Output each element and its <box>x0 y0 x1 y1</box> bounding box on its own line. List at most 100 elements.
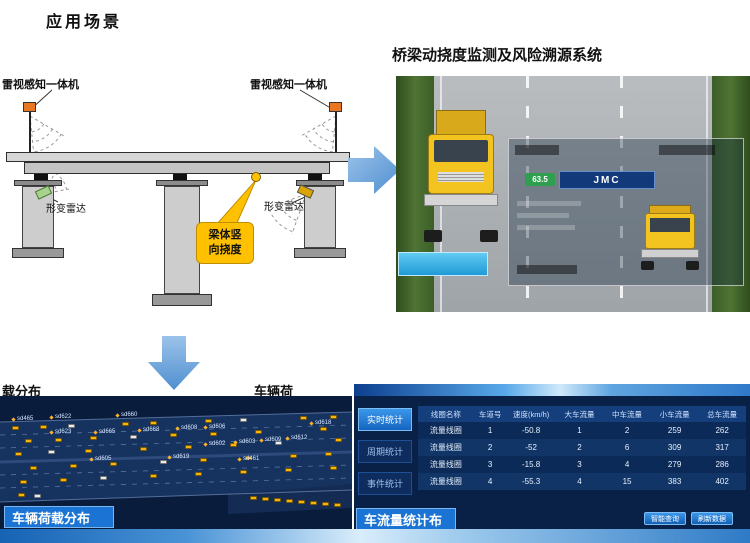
sensor-label: sd619 <box>167 454 189 460</box>
pier-right-body <box>304 186 336 248</box>
wheel-icon <box>686 261 699 270</box>
bumper <box>424 194 498 206</box>
radar-label-right: 形变雷达 <box>264 202 304 213</box>
traffic-buttons: 智能查询刷新数据 <box>644 512 733 525</box>
table-cell: 309 <box>667 443 682 452</box>
table-cell: -50.8 <box>522 426 541 435</box>
vehicle-icon <box>334 503 341 507</box>
speed-badge: 63.5 <box>525 173 555 186</box>
vehicle-icon <box>325 452 332 456</box>
windshield <box>650 218 690 232</box>
vehicle-icon <box>195 472 202 476</box>
vehicle-icon <box>70 464 77 468</box>
bearing-icon <box>308 174 322 180</box>
table-cell: 2 <box>624 426 630 435</box>
brand-plate: JMC <box>559 171 655 189</box>
sensor-label: sd608 <box>175 425 197 431</box>
lane-marking <box>620 76 623 312</box>
bottom-decoration-bar <box>0 529 750 543</box>
vehicle-icon <box>274 498 281 502</box>
pier-middle-cap <box>156 180 208 186</box>
table-cell: 流量线圈 <box>429 426 462 435</box>
panel-button-刷新数据[interactable]: 刷新数据 <box>691 512 733 525</box>
arrow-right-icon <box>348 146 400 194</box>
column-header: 小车流量 <box>659 409 690 419</box>
vehicle-icon <box>275 441 282 445</box>
panel-button-智能查询[interactable]: 智能查询 <box>644 512 686 525</box>
road-photo: 63.5 JMC <box>396 76 750 312</box>
traffic-tabs: 实时统计周期统计事件统计 <box>358 408 412 504</box>
sensor-label: sd612 <box>285 435 307 441</box>
vehicle-icon <box>160 460 167 464</box>
callout-pointer <box>214 172 261 226</box>
table-cell: 402 <box>715 477 729 486</box>
tab-事件统计[interactable]: 事件统计 <box>358 472 412 495</box>
vehicle-icon <box>330 466 337 470</box>
table-cell: 262 <box>715 426 729 435</box>
radar-camera-icon <box>23 102 36 112</box>
vehicle-icon <box>20 480 27 484</box>
vehicle-icon <box>250 496 257 500</box>
column-header: 总车流量 <box>707 409 738 419</box>
tab-周期统计[interactable]: 周期统计 <box>358 440 412 463</box>
table-cell: 383 <box>667 477 682 486</box>
traffic-stats-panel: 实时统计周期统计事件统计 线圈名称车道号速度(km/h)大车流量中车流量小车流量… <box>354 384 750 530</box>
sensor-label: sd461 <box>237 456 259 462</box>
pier-middle-body <box>164 186 200 294</box>
system-title: 桥梁动挠度监测及风险溯源系统 <box>392 47 603 64</box>
vehicle-icon <box>320 427 327 431</box>
bumper <box>641 249 699 258</box>
column-header: 中车流量 <box>612 409 643 419</box>
radar-beams <box>29 89 337 235</box>
column-header: 线圈名称 <box>430 409 461 419</box>
vehicle-icon <box>25 439 32 443</box>
vehicle-icon <box>40 425 47 429</box>
camera-label-right: 雷视感知一体机 <box>250 79 327 91</box>
load-title-fragment-right: 车辆荷 <box>254 384 294 399</box>
sensor-label: sd623 <box>49 429 71 435</box>
camera-pole-left <box>29 112 31 152</box>
camera-label-left: 雷视感知一体机 <box>2 79 79 91</box>
detection-overlay: 63.5 JMC <box>508 138 744 286</box>
wheel-icon <box>424 230 442 242</box>
radar-camera-icon <box>329 102 342 112</box>
tab-实时统计[interactable]: 实时统计 <box>358 408 412 431</box>
camera-pole-right <box>335 112 337 152</box>
sensor-label: sd602 <box>203 441 225 447</box>
sensor-label: sd665 <box>93 429 115 435</box>
vehicle-icon <box>15 452 22 456</box>
load-title-fragment-left: 载分布 <box>2 384 42 399</box>
vehicle-icon <box>55 438 62 442</box>
bridge-girder <box>24 162 330 174</box>
traffic-panel-badge: 车流量统计布 <box>356 508 456 530</box>
panel-header-bar <box>354 384 750 396</box>
vehicle-icon <box>60 478 67 482</box>
vehicle-icon <box>122 422 129 426</box>
load-panel-badge: 车辆荷载分布 <box>4 506 114 528</box>
sensor-label: sd622 <box>49 414 71 420</box>
table-cell: 3 <box>487 460 493 469</box>
pier-left-body <box>22 186 54 248</box>
wheel-icon <box>480 230 498 242</box>
sensor-label: sd668 <box>137 427 159 433</box>
table-cell: 4 <box>577 477 582 486</box>
vehicle-icon <box>285 468 292 472</box>
table-cell: 流量线圈 <box>429 460 462 469</box>
arrow-down-icon <box>148 336 200 390</box>
vehicle-icon <box>150 474 157 478</box>
vehicle-icon <box>262 497 269 501</box>
sensor-label: sd606 <box>203 424 225 430</box>
table-cell: 4 <box>487 477 493 486</box>
vehicle-icon <box>298 500 305 504</box>
vehicle-icon <box>68 424 75 428</box>
wheel-icon <box>641 261 654 270</box>
bearing-icon <box>34 174 48 180</box>
table-cell: 4 <box>624 460 630 469</box>
sensor-label: sd605 <box>89 456 111 462</box>
sensor-label: sd618 <box>309 420 331 426</box>
vehicle-layer <box>0 396 352 530</box>
